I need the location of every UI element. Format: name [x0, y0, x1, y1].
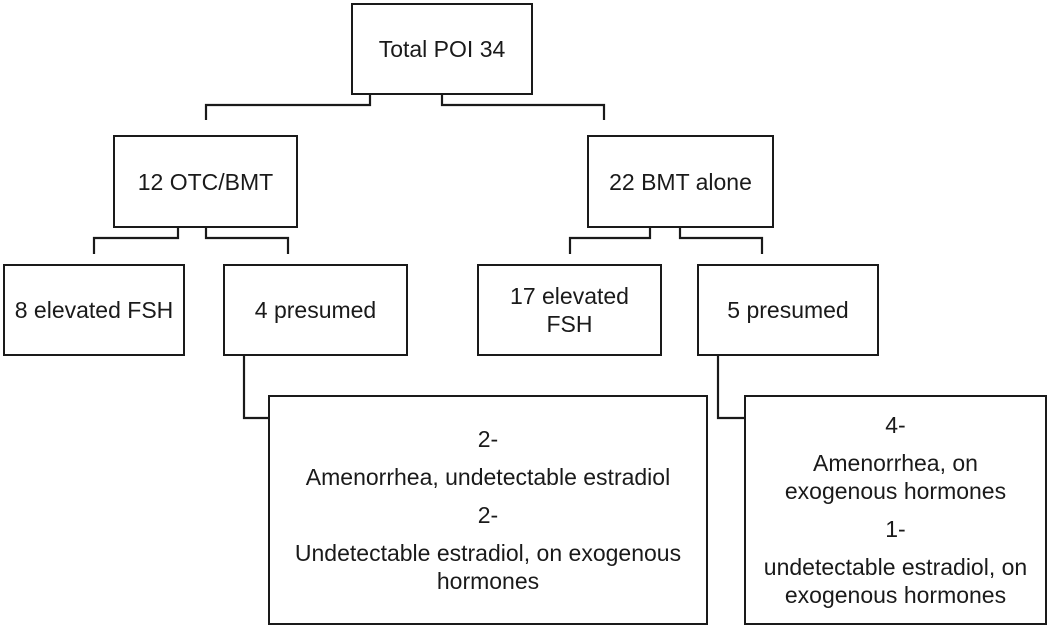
root-label: Total POI 34: [378, 36, 506, 62]
bmt-elevated-fsh-label: 17 elevated FSH: [510, 283, 629, 337]
connector-bmt-detail: [716, 356, 744, 420]
bmt-detail-count-1: 4-: [885, 412, 906, 438]
bmt-presumed-label: 5 presumed: [727, 297, 849, 323]
otc-presumed-node: 4 presumed: [223, 264, 408, 356]
connector-otc-detail: [242, 356, 268, 420]
connector-root-right: [440, 93, 606, 120]
bmt-detail-text-2: undetectable estradiol, on exogenous hor…: [763, 554, 1028, 608]
root-node: Total POI 34: [351, 3, 533, 95]
bmt-alone-label: 22 BMT alone: [609, 168, 752, 195]
bmt-detail-count-2: 1-: [885, 516, 906, 542]
connector-otc-left: [92, 226, 180, 254]
otc-bmt-label: 12 OTC/BMT: [137, 168, 274, 195]
bmt-alone-node: 22 BMT alone: [587, 135, 774, 228]
bmt-detail-text-1: Amenorrhea, on exogenous hormones: [784, 450, 1007, 504]
otc-detail-count-2: 2-: [477, 502, 499, 528]
bmt-presumed-node: 5 presumed: [697, 264, 879, 356]
connector-root-left: [204, 93, 372, 120]
otc-elevated-fsh-label: 8 elevated FSH: [14, 297, 174, 323]
otc-detail-box: 2- Amenorrhea, undetectable estradiol 2-…: [268, 395, 708, 625]
otc-detail-count-1: 2-: [477, 426, 499, 452]
connector-otc-right: [204, 226, 290, 254]
otc-presumed-label: 4 presumed: [254, 297, 377, 323]
otc-bmt-node: 12 OTC/BMT: [113, 135, 298, 228]
connector-bmt-left: [568, 226, 652, 254]
connector-bmt-right: [678, 226, 764, 254]
bmt-elevated-fsh-node: 17 elevated FSH: [477, 264, 662, 356]
bmt-detail-box: 4- Amenorrhea, on exogenous hormones 1- …: [744, 395, 1047, 625]
otc-detail-text-1: Amenorrhea, undetectable estradiol: [305, 464, 671, 490]
otc-elevated-fsh-node: 8 elevated FSH: [3, 264, 185, 356]
otc-detail-text-2: Undetectable estradiol, on exogenous hor…: [294, 540, 682, 594]
